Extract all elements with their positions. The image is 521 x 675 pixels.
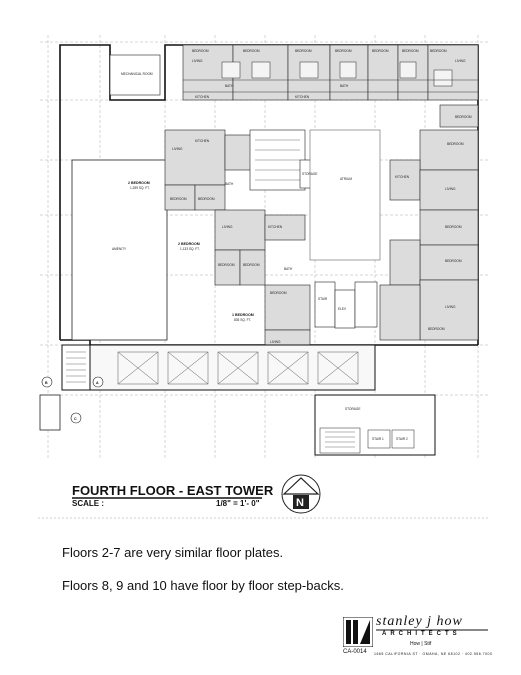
firm-rule (376, 629, 488, 631)
scale-value: 1/8" = 1'- 0" (216, 499, 260, 508)
room-label-living-6: LIVING (445, 187, 456, 191)
room-label-bedroom-6: BEDROOM (402, 49, 419, 53)
firm-subtitle: ARCHITECTS (382, 631, 461, 637)
south-corridor (89, 344, 376, 391)
north-label: N (296, 497, 304, 509)
unit-name-one-bed: 1 BEDROOM (232, 313, 254, 317)
room-label-kitchen-3: KITCHEN (195, 139, 210, 143)
room-label-living-7: LIVING (445, 305, 456, 309)
room-label-living-2: LIVING (455, 59, 466, 63)
skylight-panels (117, 351, 359, 385)
amenity-area (71, 159, 168, 341)
room-label-living-3: LIVING (172, 147, 183, 151)
note-floors-8-10: Floors 8, 9 and 10 have floor by floor s… (62, 578, 344, 593)
room-label-bedroom-17: BEDROOM (455, 115, 472, 119)
elev-label: ELEV (338, 307, 347, 311)
title-underline (72, 497, 262, 499)
unit-area-two-bed-mid: 1,133 SQ. FT. (180, 247, 200, 251)
amenity-label: AMENITY (112, 247, 127, 251)
two-bedroom-unit-mid (214, 209, 306, 286)
west-stair (61, 344, 91, 391)
atrium-label: ATRIUM (340, 177, 352, 181)
room-label-bath-1: BATH (225, 84, 234, 88)
upper-unit-baths (221, 61, 453, 87)
bottom-stair-treads (325, 431, 355, 448)
room-label-kitchen-2: KITCHEN (295, 95, 310, 99)
grid-tag-c: C (74, 417, 77, 421)
room-label-living-1: LIVING (192, 59, 203, 63)
grid-bubbles (41, 376, 104, 424)
west-stair-treads (66, 351, 86, 383)
storage-bottom-label: STORAGE (345, 407, 361, 411)
room-label-bedroom-11: BEDROOM (243, 263, 260, 267)
atrium (309, 129, 381, 261)
grid-tag-a: A (96, 381, 99, 385)
unit-name-two-bed-mid: 2 BEDROOM (178, 242, 200, 246)
room-label-bedroom-12: BEDROOM (270, 291, 287, 295)
mech-room-label: MECHANICAL ROOM (121, 72, 153, 76)
north-arrow-icon: N (281, 474, 321, 514)
plan-title: FOURTH FLOOR - EAST TOWER (72, 483, 274, 498)
room-label-bedroom-13: BEDROOM (447, 142, 464, 146)
room-label-bedroom-16: BEDROOM (428, 327, 445, 331)
room-label-bedroom-9: BEDROOM (198, 197, 215, 201)
upper-unit-partitions (183, 79, 478, 93)
room-label-bedroom-5: BEDROOM (372, 49, 389, 53)
unit-area-two-bed-upper: 1,259 SQ. FT. (130, 186, 150, 190)
room-label-bedroom-7: BEDROOM (430, 49, 447, 53)
room-label-bedroom-15: BEDROOM (445, 259, 462, 263)
bottom-stairs (319, 427, 415, 454)
mechanical-room (109, 54, 161, 96)
room-label-bedroom-14: BEDROOM (445, 225, 462, 229)
firm-tagline: How | Stif (410, 641, 432, 647)
room-label-kitchen-4: KITCHEN (268, 225, 283, 229)
one-bedroom-unit (264, 284, 311, 349)
room-label-bedroom-8: BEDROOM (170, 197, 187, 201)
room-label-bedroom-2: BEDROOM (243, 49, 260, 53)
unit-name-two-bed-upper: 2 BEDROOM (128, 181, 150, 185)
room-label-bedroom-4: BEDROOM (335, 49, 352, 53)
room-label-living-5: LIVING (270, 340, 281, 344)
east-units (379, 104, 479, 341)
room-label-bedroom-10: BEDROOM (218, 263, 235, 267)
sheet-number: CA-0014 (343, 649, 367, 655)
room-label-kitchen-1: KITCHEN (195, 95, 210, 99)
room-label-kitchen-5: KITCHEN (395, 175, 410, 179)
scale-label: SCALE : (72, 499, 104, 508)
room-label-bath-4: BATH (284, 267, 293, 271)
grid-tag-b: B (45, 381, 48, 385)
room-label-living-4: LIVING (222, 225, 233, 229)
stair1-label: STAIR 1 (372, 437, 384, 441)
firm-address: 1665 CALIFORNIA ST · OMAHA, NE 68102 · 4… (374, 652, 493, 656)
west-stair-lower (39, 394, 61, 431)
note-floors-2-7: Floors 2-7 are very similar floor plates… (62, 545, 284, 560)
room-label-bath-2: BATH (340, 84, 349, 88)
firm-name: stanley j how (376, 614, 463, 629)
stair-treads (255, 139, 300, 181)
stair2-label: STAIR 2 (396, 437, 408, 441)
firm-logo-icon (343, 617, 373, 647)
room-label-bath-3: BATH (225, 182, 234, 186)
storage-label: STORAGE (302, 172, 318, 176)
unit-area-one-bed: 835 SQ. FT. (234, 318, 251, 322)
room-label-bedroom-1: BEDROOM (192, 49, 209, 53)
stair-label: STAIR (318, 297, 328, 301)
room-label-bedroom-3: BEDROOM (295, 49, 312, 53)
floor-plan-drawing: B A C MECHANICAL ROOM BEDROOM BEDROOM BE… (38, 35, 490, 519)
